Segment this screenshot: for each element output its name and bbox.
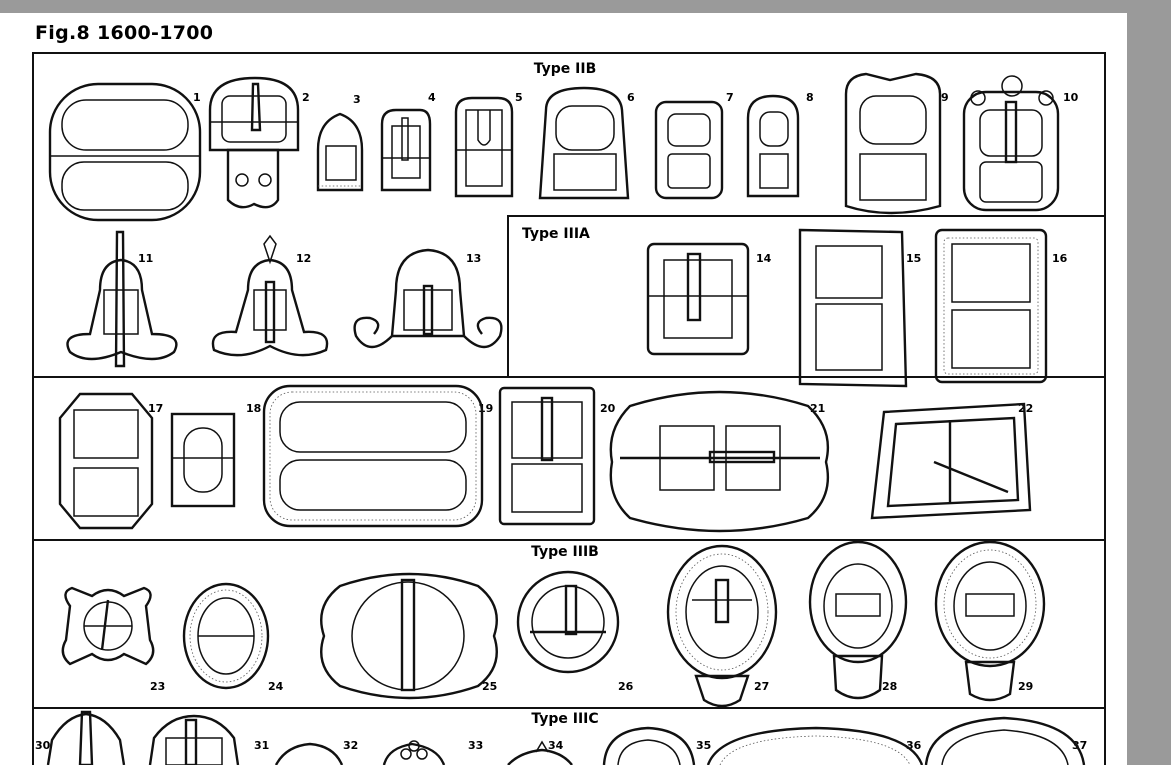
item-number: 32 bbox=[343, 739, 358, 752]
item-number: 24 bbox=[268, 680, 284, 693]
right-gray-sidebar bbox=[1127, 0, 1171, 765]
item-number: 11 bbox=[138, 252, 153, 265]
buckle-7-drawing bbox=[654, 100, 724, 200]
item-number: 20 bbox=[600, 402, 616, 415]
buckle-6-drawing bbox=[538, 86, 630, 200]
buckle-34-drawing bbox=[507, 740, 573, 765]
item-number: 13 bbox=[466, 252, 481, 265]
buckle-29-drawing bbox=[934, 540, 1046, 702]
item-number: 16 bbox=[1052, 252, 1068, 265]
buckle-30-drawing bbox=[46, 710, 126, 765]
buckle-3-drawing bbox=[316, 112, 364, 192]
item-number: 29 bbox=[1018, 680, 1033, 693]
item-number: 5 bbox=[515, 91, 523, 104]
buckle-12-drawing bbox=[211, 234, 329, 357]
buckle-32-drawing bbox=[274, 742, 344, 765]
section-label-type-iib: Type IIB bbox=[534, 61, 597, 77]
item-number: 26 bbox=[618, 680, 634, 693]
item-number: 33 bbox=[468, 739, 483, 752]
item-number: 17 bbox=[148, 402, 163, 415]
item-number: 14 bbox=[756, 252, 772, 265]
buckle-18-drawing bbox=[170, 412, 236, 508]
buckle-33-drawing bbox=[382, 740, 446, 765]
item-number: 1 bbox=[193, 91, 201, 104]
buckle-17-drawing bbox=[58, 392, 154, 530]
figure-title: Fig.8 1600-1700 bbox=[35, 22, 214, 44]
section-label-type-iiib: Type IIIB bbox=[531, 544, 599, 560]
buckle-19-drawing bbox=[262, 384, 484, 528]
buckle-10-drawing bbox=[962, 75, 1060, 212]
item-number: 31 bbox=[254, 739, 269, 752]
buckle-22-drawing bbox=[870, 402, 1032, 520]
buckle-21-drawing bbox=[609, 390, 830, 533]
section-label-type-iiia: Type IIIA bbox=[522, 226, 590, 242]
item-number: 4 bbox=[428, 91, 436, 104]
buckle-37-drawing bbox=[924, 716, 1086, 765]
buckle-25-drawing bbox=[320, 572, 498, 700]
item-number: 25 bbox=[482, 680, 497, 693]
item-number: 28 bbox=[882, 680, 897, 693]
buckle-9-drawing bbox=[844, 72, 942, 215]
buckle-2-drawing bbox=[208, 76, 300, 209]
item-number: 35 bbox=[696, 739, 711, 752]
item-number: 18 bbox=[246, 402, 261, 415]
item-number: 30 bbox=[35, 739, 51, 752]
item-number: 3 bbox=[353, 93, 361, 106]
item-number: 27 bbox=[754, 680, 769, 693]
item-number: 23 bbox=[150, 680, 165, 693]
item-number: 12 bbox=[296, 252, 311, 265]
plate-frame bbox=[32, 52, 1106, 765]
buckle-13-drawing bbox=[353, 248, 503, 349]
item-number: 34 bbox=[548, 739, 564, 752]
item-number: 9 bbox=[941, 91, 949, 104]
item-number: 10 bbox=[1063, 91, 1079, 104]
item-number: 2 bbox=[302, 91, 310, 104]
section-label-type-iiic: Type IIIC bbox=[531, 711, 598, 727]
buckle-26-drawing bbox=[516, 570, 620, 674]
buckle-16-drawing bbox=[934, 228, 1048, 384]
item-number: 21 bbox=[810, 402, 825, 415]
buckle-15-drawing bbox=[798, 228, 908, 388]
buckle-8-drawing bbox=[746, 94, 800, 198]
buckle-14-drawing bbox=[646, 242, 750, 356]
item-number: 37 bbox=[1072, 739, 1087, 752]
buckle-plate: Type IIB Type IIIA Type IIIB Type IIIC 1… bbox=[32, 52, 1106, 765]
buckle-20-drawing bbox=[498, 386, 596, 526]
item-number: 8 bbox=[806, 91, 814, 104]
buckle-24-drawing bbox=[182, 582, 270, 690]
buckle-5-drawing bbox=[454, 96, 514, 198]
buckle-1-drawing bbox=[48, 82, 202, 222]
top-gray-bar bbox=[0, 0, 1127, 13]
buckle-31-drawing bbox=[148, 714, 240, 765]
item-number-labels: 1 2 3 4 5 6 7 8 9 10 11 12 13 14 15 16 1… bbox=[35, 91, 1087, 752]
buckle-23-drawing bbox=[61, 586, 155, 666]
item-number: 15 bbox=[906, 252, 921, 265]
item-number: 6 bbox=[627, 91, 635, 104]
item-number: 7 bbox=[726, 91, 734, 104]
buckle-11-drawing bbox=[66, 230, 178, 368]
buckle-27-drawing bbox=[666, 544, 778, 708]
buckle-28-drawing bbox=[808, 540, 908, 700]
buckle-35-drawing bbox=[602, 726, 696, 765]
item-number: 36 bbox=[906, 739, 922, 752]
buckle-36-drawing bbox=[706, 726, 924, 765]
buckle-4-drawing bbox=[380, 108, 432, 192]
